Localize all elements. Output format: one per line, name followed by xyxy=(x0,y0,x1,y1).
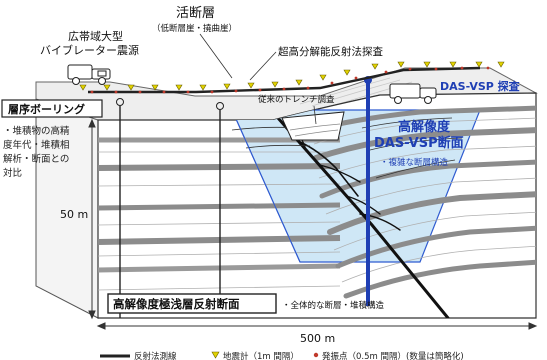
overall-structure-label: ・全体的な断層・堆積構造 xyxy=(282,300,385,311)
shallow-section-box xyxy=(107,293,277,314)
width-label: 500 m xyxy=(300,332,335,345)
boring-label-box xyxy=(1,99,103,118)
active-fault-leader xyxy=(199,33,233,79)
vibrator-truck xyxy=(67,64,111,85)
geophones xyxy=(79,61,505,91)
legend-shot-icon xyxy=(313,352,319,358)
das-vsp-survey-label: DAS-VSP 探査 xyxy=(440,79,520,93)
boring-note-3: 解析・断面との xyxy=(3,153,69,165)
active-fault-sublabel: （低断層崖・撓曲崖） xyxy=(152,23,237,34)
legend-shot-label: 発振点（0.5m 間隔）(数量は簡略化) xyxy=(322,351,464,360)
shot-points xyxy=(90,66,490,94)
active-fault-label: 活断層 xyxy=(176,6,215,21)
das-vsp-truck xyxy=(389,83,437,104)
legend-geophone-label: 地震計（1m 間隔） xyxy=(223,351,299,360)
boring-note-1: ・堆積物の高精 xyxy=(3,125,70,137)
legend: 反射法測線 地震計（1m 間隔） 発振点（0.5m 間隔）(数量は簡略化) xyxy=(100,351,464,360)
das-vsp-section-label-1: 高解像度 xyxy=(398,119,451,135)
boreholes xyxy=(119,106,221,318)
depth-label: 50 m xyxy=(60,208,88,221)
shallow-section-label: 高解像度極浅層反射断面 xyxy=(113,297,240,311)
vibrator-source-label-1: 広帯域大型 xyxy=(68,29,123,43)
survey-leader xyxy=(249,51,277,81)
boring-note-2: 度年代・堆積相 xyxy=(3,139,70,151)
left-thin-layers xyxy=(98,151,341,291)
trench xyxy=(281,111,345,141)
trench-label: 従来のトレンチ調査 xyxy=(258,94,335,105)
width-dimension xyxy=(96,322,538,330)
boring-note-4: 対比 xyxy=(3,167,22,179)
vibrator-source-label-2: バイブレーター震源 xyxy=(40,43,139,57)
legend-geophone-icon xyxy=(211,351,220,359)
das-vsp-section-label-2: DAS-VSP断面 xyxy=(374,135,464,151)
shallow-section-outline xyxy=(231,109,301,263)
vsp-reflectors xyxy=(231,117,463,179)
boring-label: 層序ボーリング xyxy=(8,102,85,116)
survey-label: 超高分解能反射法探査 xyxy=(278,45,383,58)
legend-line-label: 反射法測線 xyxy=(134,351,177,360)
borehole-heads xyxy=(116,98,224,110)
complex-fault-label: ・複雑な断層構造 xyxy=(380,157,449,168)
depth-dimension xyxy=(88,118,96,320)
trench-leader xyxy=(313,105,317,125)
reflection-survey-line xyxy=(88,66,481,94)
